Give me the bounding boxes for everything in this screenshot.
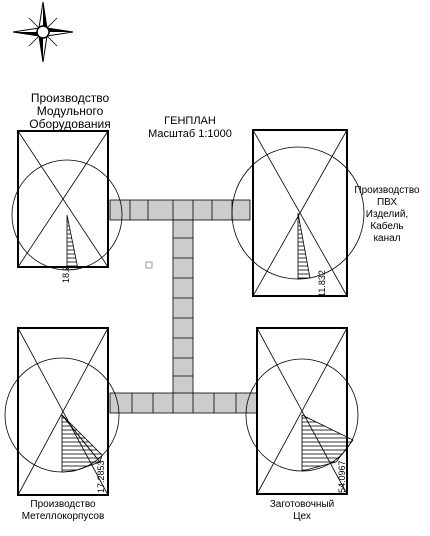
building-bottom-left — [4, 327, 120, 496]
building-top-left — [11, 130, 123, 271]
sector-top-right — [297, 212, 311, 280]
sector-top-left — [66, 214, 79, 271]
plan-title: ГЕНПЛАН — [164, 115, 216, 127]
sector-bottom-right — [301, 414, 354, 472]
building-label-line: Производство — [354, 185, 420, 196]
compass-rose-icon — [12, 1, 74, 63]
building-label-top-left: Производство Модульного Оборудования — [10, 92, 130, 131]
building-label-top-right: Производство ПВХ Изделий, Кабель канал — [348, 185, 426, 245]
building-top-right — [231, 129, 365, 297]
building-label-line: Изделий, — [365, 209, 409, 220]
building-label-line: канал — [373, 233, 401, 244]
building-label-line: Метеллокорпусов — [21, 511, 105, 522]
building-label-line: Цех — [293, 511, 311, 522]
plan-scale: Масштаб 1:1000 — [148, 128, 232, 140]
building-label-line: Оборудования — [29, 117, 111, 131]
building-label-line: Производство — [30, 91, 110, 105]
building-bottom-right — [245, 327, 359, 495]
sector-label-top-left: 18.9 — [61, 265, 71, 283]
building-label-line: Производство — [30, 499, 96, 510]
sector-label-bottom-left: 17.2853 — [96, 460, 106, 493]
building-label-bottom-left: Производство Метеллокорпусов — [8, 499, 118, 523]
building-label-line: Кабель — [370, 221, 404, 232]
building-label-line: Модульного — [36, 104, 104, 118]
sector-label-bottom-right: 54.0967 — [337, 460, 347, 493]
building-label-line: Заготовочный — [269, 499, 335, 510]
corridors — [109, 199, 259, 414]
plan-title-block: ГЕНПЛАН Масштаб 1:1000 — [140, 115, 240, 141]
building-label-line: ПВХ — [376, 197, 398, 208]
marker-square — [145, 261, 153, 269]
sector-label-top-right: 11.832 — [317, 270, 327, 297]
building-label-bottom-right: Заготовочный Цех — [252, 499, 352, 523]
